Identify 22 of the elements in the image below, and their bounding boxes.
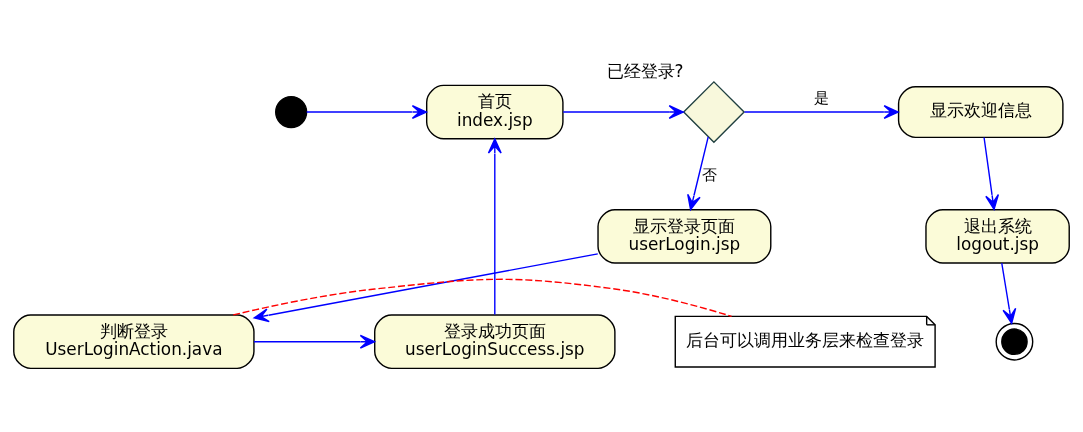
- node-box: 显示登录页面 userLogin.jsp: [597, 209, 772, 264]
- node-box: 登录成功页面 userLoginSuccess.jsp: [374, 314, 616, 370]
- arrow: [1001, 262, 1017, 324]
- arrow: [562, 105, 684, 120]
- arrow: [983, 136, 1000, 211]
- arrow: [687, 136, 709, 211]
- node-label: 已经登录?: [606, 61, 684, 82]
- arrow: [743, 105, 899, 120]
- arrow: [253, 334, 376, 349]
- edge-label: 否: [702, 165, 718, 184]
- arrow: [487, 138, 502, 316]
- node-bullseye: [995, 322, 1034, 361]
- edge-label: 是: [813, 89, 829, 108]
- node-box: 退出系统 logout.jsp: [925, 209, 1070, 264]
- connector: [232, 278, 733, 318]
- node-diamond: [682, 80, 746, 144]
- node-circle: [275, 95, 308, 129]
- node-box: 首页 index.jsp: [426, 84, 564, 140]
- arrow: [253, 253, 599, 323]
- node-box: 判断登录 UserLoginAction.java: [13, 314, 255, 370]
- node-box: 显示欢迎信息: [897, 86, 1064, 139]
- arrow: [305, 105, 428, 120]
